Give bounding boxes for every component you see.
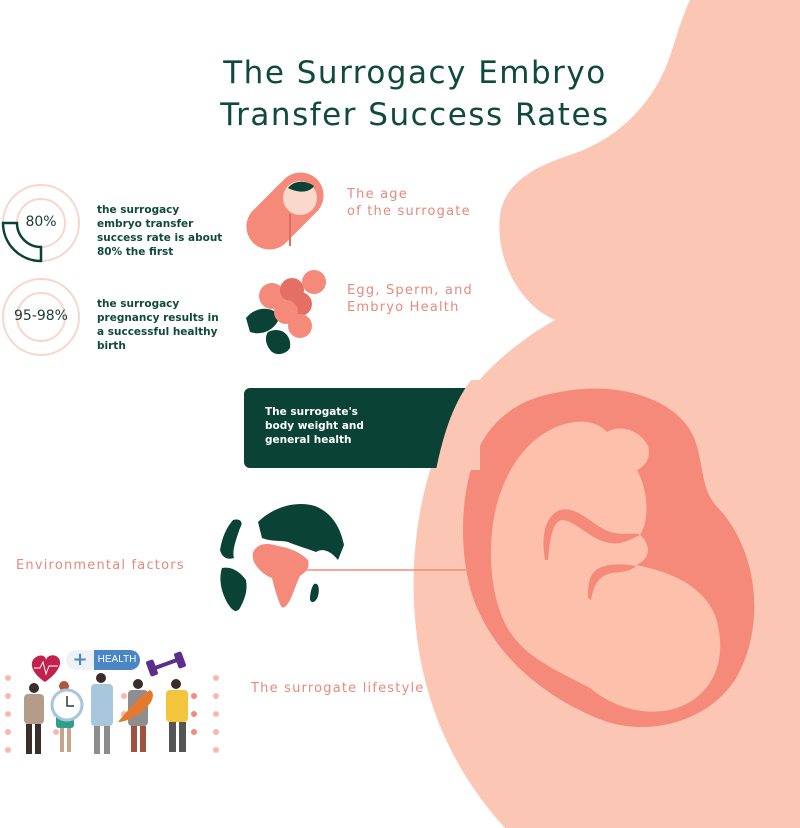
title-line-2: Transfer Success Rates: [220, 97, 610, 133]
body-overlap: [436, 380, 480, 470]
stat-description-95-98: the surrogacy pregnancy results in a suc…: [97, 298, 219, 352]
heart-icon: [31, 655, 61, 682]
fetus-limb-line: [543, 509, 640, 560]
fetus-leg-line: [588, 564, 636, 600]
stat-value-80: 80%: [25, 214, 57, 230]
page-title: The Surrogacy Embryo Transfer Success Ra…: [180, 52, 650, 136]
title-line-1: The Surrogacy Embryo: [223, 55, 607, 91]
stat-ring-80: [1, 184, 80, 263]
factor-age-label: The age of the surrogate: [347, 187, 471, 219]
stat-value-95-98: 95-98%: [14, 308, 68, 324]
factor-egg-sperm-label: Egg, Sperm, and Embryo Health: [347, 283, 473, 315]
stat-description-80: the surrogacy embryo transfer success ra…: [97, 204, 223, 258]
body-weight-card: [244, 388, 474, 468]
factor-lifestyle-label: The surrogate lifestyle: [251, 681, 425, 696]
plus-icon: +: [66, 650, 94, 670]
progress-arc: [1, 221, 43, 263]
globe-africa-icon: [220, 503, 344, 611]
health-badge: HEALTH: [94, 650, 140, 670]
cell-cluster-icon: [246, 270, 326, 355]
stat-ring-95-98: [2, 278, 80, 356]
carrot-icon: [118, 690, 153, 722]
pill-capsule-icon: [246, 172, 324, 250]
healthy-lifestyle-people-illustration: [24, 651, 188, 754]
factor-environment-label: Environmental factors: [16, 558, 185, 573]
dumbbell-icon: [146, 651, 186, 677]
factor-body-weight-label: The surrogate's body weight and general …: [265, 406, 364, 446]
